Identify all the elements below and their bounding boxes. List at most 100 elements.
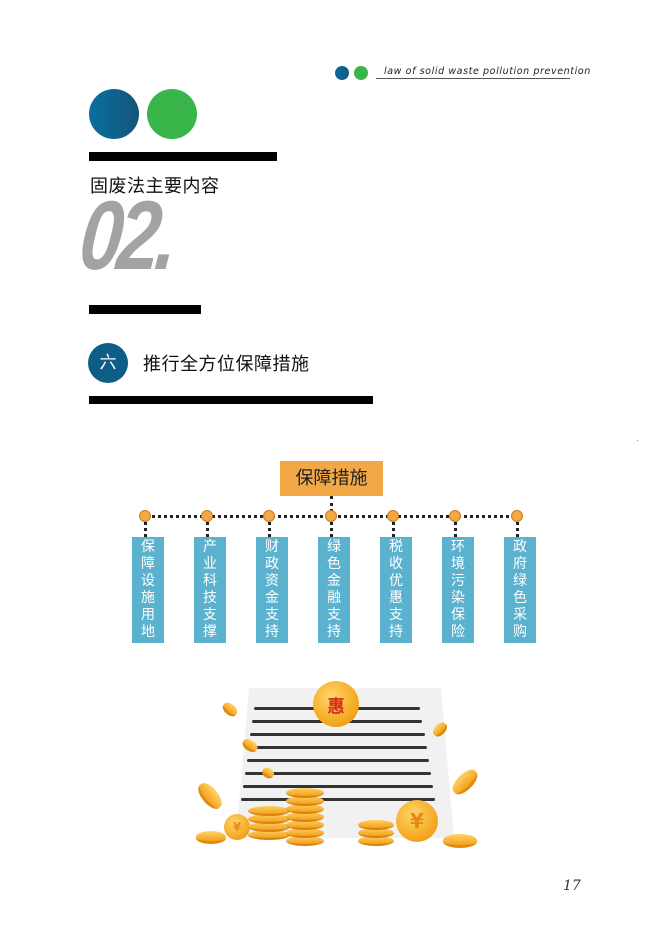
- leaf-char: 用: [141, 607, 155, 623]
- doc-line: [241, 798, 435, 801]
- doc-line: [250, 733, 425, 736]
- leaf-char: 环: [451, 539, 465, 555]
- section-bottom-bar: [89, 305, 201, 314]
- leaf-char: 污: [451, 573, 465, 589]
- leaf-box-6: 环境污染保险: [442, 537, 474, 643]
- node-7: [511, 510, 523, 522]
- subsection-title: 推行全方位保障措施: [143, 354, 310, 375]
- root-connector: [330, 496, 333, 512]
- coin-stack-right: [358, 820, 394, 830]
- section-blue-dot: [89, 89, 139, 139]
- leaf-char: 地: [141, 624, 155, 640]
- header-tagline: law of solid waste pollution prevention: [384, 66, 591, 77]
- leaf-char: 财: [265, 539, 279, 555]
- leaf-char: 境: [451, 556, 465, 572]
- leaf-char: 金: [265, 590, 279, 606]
- coin-stack-right: [358, 836, 394, 846]
- leaf-char: 支: [265, 607, 279, 623]
- coin-stack-left: [248, 822, 290, 832]
- leaf-char: 采: [513, 607, 527, 623]
- yen-coin-large: ¥: [396, 800, 438, 842]
- coin-stack-left: [248, 814, 290, 824]
- yen-coin-small: ¥: [224, 814, 250, 840]
- leaf-connector-6: [454, 522, 457, 537]
- leaf-char: 持: [265, 624, 279, 640]
- leaf-char: 政: [513, 539, 527, 555]
- header-underline: [376, 78, 570, 79]
- leaf-char: 持: [327, 624, 341, 640]
- leaf-char: 支: [327, 607, 341, 623]
- leaf-char: 政: [265, 556, 279, 572]
- section-number: 02.: [75, 180, 179, 290]
- leaf-char: 科: [203, 573, 217, 589]
- doc-line: [247, 759, 429, 762]
- leaf-char: 色: [327, 556, 341, 572]
- node-1: [139, 510, 151, 522]
- leaf-char: 资: [265, 573, 279, 589]
- leaf-char: 绿: [327, 539, 341, 555]
- leaf-char: 绿: [513, 573, 527, 589]
- header-blue-dot: [335, 66, 349, 80]
- leaf-char: 业: [203, 556, 217, 572]
- stray-mark: [637, 440, 638, 441]
- leaf-char: 支: [389, 607, 403, 623]
- leaf-char: 产: [203, 539, 217, 555]
- leaf-connector-7: [516, 522, 519, 537]
- yen-symbol: ¥: [232, 820, 242, 834]
- leaf-char: 技: [203, 590, 217, 606]
- node-4: [325, 510, 337, 522]
- leaf-connector-3: [268, 522, 271, 537]
- coin-stack-left: [248, 830, 290, 840]
- leaf-char: 撑: [203, 624, 217, 640]
- leaf-connector-1: [144, 522, 147, 537]
- leaf-char: 融: [327, 590, 341, 606]
- hui-coin: 惠: [313, 681, 359, 727]
- leaf-box-1: 保障设施用地: [132, 537, 164, 643]
- coin-stack-tall: [286, 836, 324, 846]
- coin-stack-tall: [286, 796, 324, 806]
- coin-stack-tall: [286, 804, 324, 814]
- node-2: [201, 510, 213, 522]
- section-title: 固废法主要内容: [90, 176, 220, 197]
- leaf-connector-5: [392, 522, 395, 537]
- leaf-char: 府: [513, 556, 527, 572]
- node-6: [449, 510, 461, 522]
- leaf-box-4: 绿色金融支持: [318, 537, 350, 643]
- flying-coin: [448, 765, 482, 799]
- leaf-char: 障: [141, 556, 155, 572]
- page-number: 17: [563, 878, 581, 894]
- leaf-char: 收: [389, 556, 403, 572]
- section-green-dot: [147, 89, 197, 139]
- node-5: [387, 510, 399, 522]
- leaf-char: 购: [513, 624, 527, 640]
- flying-coin: [194, 779, 226, 813]
- yen-symbol: ¥: [410, 809, 424, 833]
- leaf-box-7: 政府绿色采购: [504, 537, 536, 643]
- coin-stack-left: [248, 806, 290, 816]
- leaf-char: 保: [451, 607, 465, 623]
- subsection-bar: [89, 396, 373, 404]
- coin-stack-tall: [286, 828, 324, 838]
- leaf-char: 色: [513, 590, 527, 606]
- coin-stack-tall: [286, 820, 324, 830]
- leaf-char: 优: [389, 573, 403, 589]
- leaf-char: 金: [327, 573, 341, 589]
- subsection-badge: 六: [88, 343, 128, 383]
- leaf-char: 染: [451, 590, 465, 606]
- leaf-box-3: 财政资金支持: [256, 537, 288, 643]
- header-green-dot: [354, 66, 368, 80]
- leaf-box-5: 税收优惠支持: [380, 537, 412, 643]
- section-top-bar: [89, 152, 277, 161]
- node-3: [263, 510, 275, 522]
- leaf-char: 保: [141, 539, 155, 555]
- diagram-root-box: 保障措施: [280, 461, 383, 496]
- leaf-box-2: 产业科技支撑: [194, 537, 226, 643]
- coin-stack-tall: [286, 788, 324, 798]
- leaf-char: 设: [141, 573, 155, 589]
- leaf-char: 施: [141, 590, 155, 606]
- leaf-char: 税: [389, 539, 403, 555]
- leaf-connector-4: [330, 522, 333, 537]
- doc-line: [243, 785, 433, 788]
- leaf-char: 惠: [389, 590, 403, 606]
- leaf-char: 持: [389, 624, 403, 640]
